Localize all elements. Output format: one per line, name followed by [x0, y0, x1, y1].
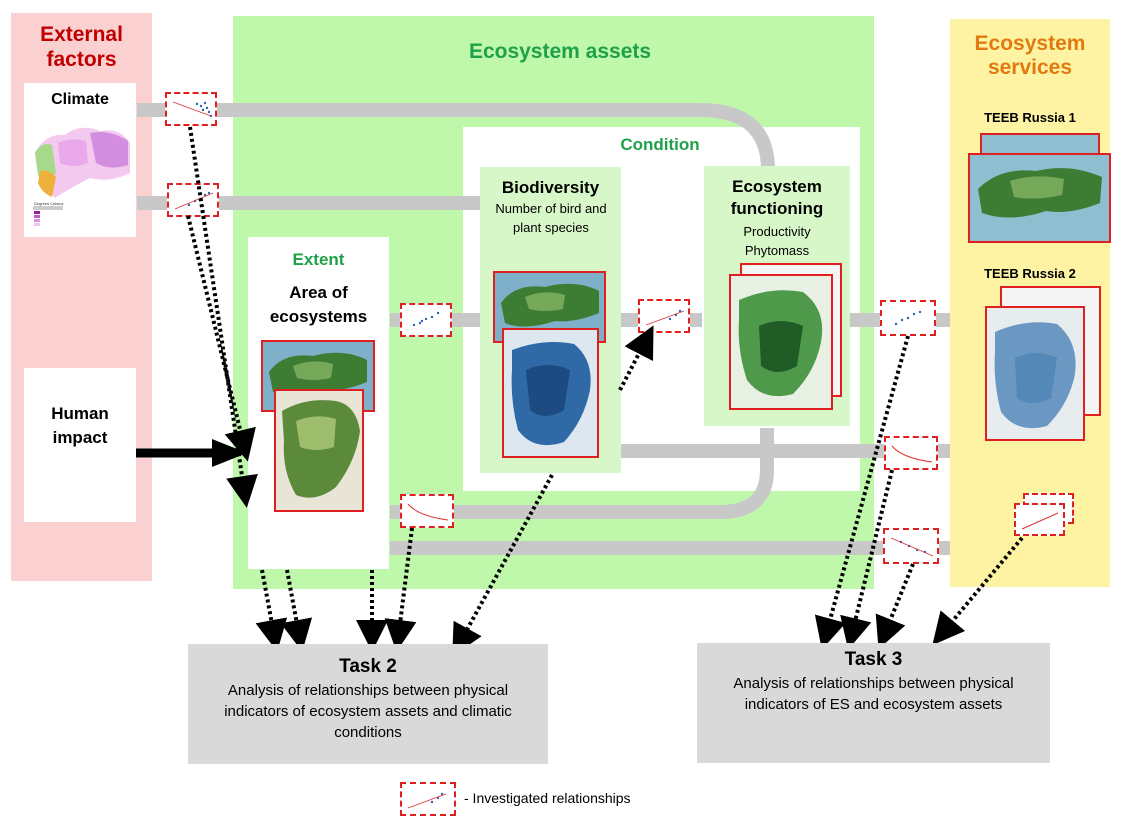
- relationship-thumb-climate-1: [165, 92, 217, 126]
- relationship-thumb-extent-bio: [400, 303, 452, 337]
- relationship-thumb-es-front: [1014, 503, 1065, 536]
- ecosystem-assets-title: Ecosystem assets: [468, 40, 652, 63]
- legend-swatch: [400, 782, 456, 816]
- external-factors-title: External factors: [40, 23, 123, 71]
- extent-label: Extent: [292, 250, 345, 269]
- biodiversity-title: Biodiversity: [501, 178, 600, 197]
- climate-legend-title: Degrees Celsius: [34, 201, 63, 206]
- functioning-sub2: Phytomass: [744, 243, 810, 258]
- climate-label: Climate: [51, 91, 109, 108]
- relationship-thumb-climate-2: [167, 183, 219, 217]
- teeb2-label: TEEB Russia 2: [984, 266, 1076, 281]
- relationship-thumb-func-es: [880, 300, 936, 336]
- task2-text: Analysis of relationships between physic…: [224, 682, 512, 741]
- task3-box: Task 3 Analysis of relationships between…: [697, 643, 1050, 763]
- biodiversity-map-front: [502, 328, 599, 458]
- relationship-thumb-extent-es: [883, 528, 939, 564]
- extent-map-front: [274, 389, 364, 512]
- human-impact-label: Human impact: [51, 404, 109, 447]
- climate-map-image: Degrees Celsius: [33, 127, 130, 226]
- teeb1-map-front: [968, 153, 1111, 243]
- task3-title: Task 3: [844, 649, 903, 670]
- legend-label: - Investigated relationships: [464, 790, 631, 806]
- task2-title: Task 2: [339, 656, 397, 677]
- functioning-sub1: Productivity: [743, 224, 811, 239]
- task3-text: Analysis of relationships between physic…: [733, 675, 1014, 713]
- teeb1-label: TEEB Russia 1: [984, 110, 1076, 125]
- ecosystem-services-title: Ecosystem services: [974, 32, 1086, 79]
- functioning-map-front: [729, 274, 833, 410]
- extent-title: Area of ecosystems: [269, 283, 368, 326]
- biodiversity-subtitle: Number of bird and plant species: [495, 201, 607, 235]
- task2-box: Task 2 Analysis of relationships between…: [188, 644, 548, 764]
- teeb2-map-front: [985, 306, 1085, 441]
- relationship-thumb-extent-func: [400, 494, 454, 528]
- condition-label: Condition: [620, 135, 700, 154]
- relationship-thumb-bio-es: [884, 436, 938, 470]
- human-impact-box: [24, 368, 136, 522]
- relationship-thumb-bio-func: [638, 299, 690, 333]
- functioning-title: Ecosystem functioning: [730, 177, 824, 218]
